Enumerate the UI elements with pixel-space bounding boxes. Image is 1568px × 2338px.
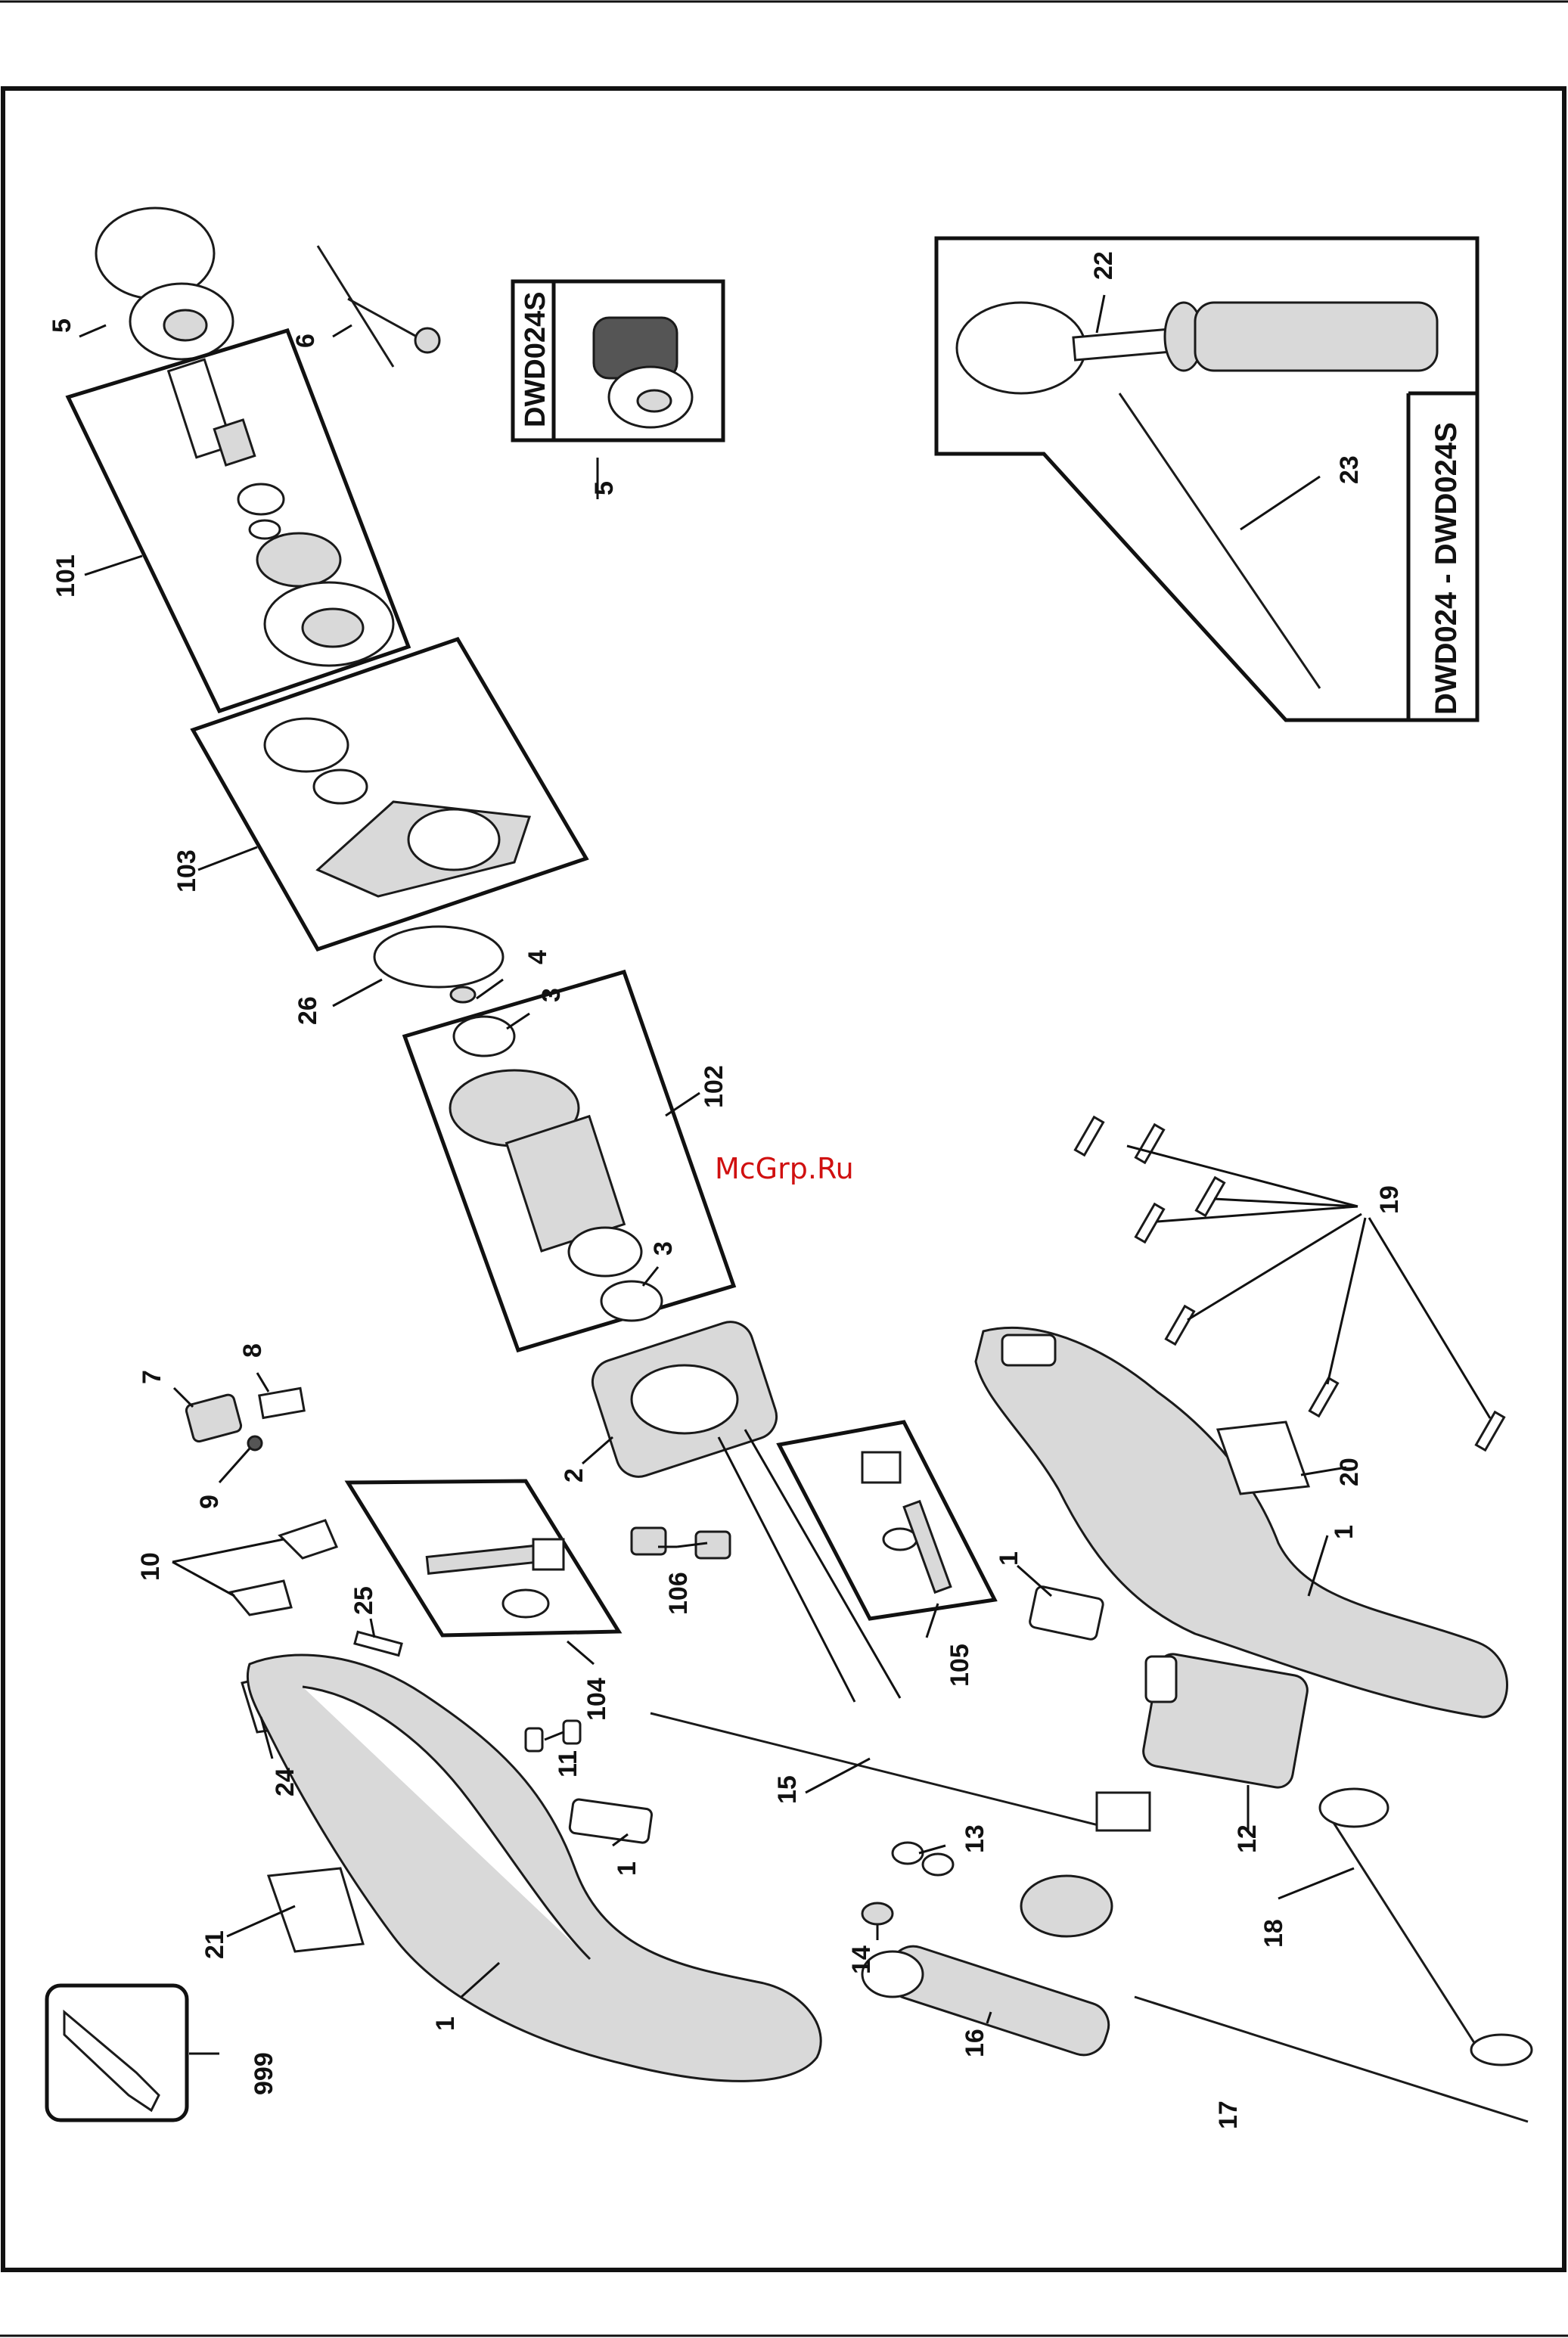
field-stator-2	[587, 1316, 783, 1483]
callout-21: 21	[200, 1930, 229, 1959]
callout-1-right: 1	[1330, 1525, 1358, 1539]
spindle-parts-101	[169, 359, 393, 666]
rod-15	[650, 1713, 1119, 1830]
cover-1d	[1029, 1585, 1104, 1641]
chuck-5-keyless	[594, 318, 692, 427]
armature-102	[450, 1017, 662, 1321]
clip-10b	[231, 1581, 291, 1615]
callout-999: 999	[250, 2052, 278, 2095]
screw-13b	[923, 1854, 953, 1875]
callout-106: 106	[664, 1572, 693, 1615]
cap-11b	[564, 1721, 580, 1743]
callout-23: 23	[1335, 455, 1364, 484]
callout-3-top: 3	[537, 988, 566, 1002]
callout-8: 8	[238, 1343, 267, 1358]
callout-103: 103	[172, 849, 201, 893]
assembly-box-999	[47, 1986, 187, 2120]
callout-9: 9	[195, 1495, 224, 1509]
chuck-5-top	[96, 208, 233, 359]
callout-6: 6	[291, 334, 320, 348]
callout-105: 105	[945, 1644, 974, 1687]
cover-1b	[569, 1799, 652, 1843]
callout-25: 25	[349, 1586, 378, 1615]
brush-holder-104	[427, 1539, 564, 1617]
clip-10a	[280, 1520, 337, 1558]
callout-1-housing: 1	[431, 2017, 460, 2031]
brush-106a	[632, 1528, 666, 1554]
nut-14	[862, 1903, 893, 1924]
lubricant-tube-999	[64, 2012, 159, 2110]
washer-4	[451, 987, 475, 1002]
screw-13a	[893, 1843, 923, 1864]
callout-19: 19	[1375, 1185, 1404, 1214]
o-ring-26	[374, 927, 503, 987]
screw-25	[355, 1632, 402, 1656]
depth-rod-17	[1135, 1997, 1528, 2122]
rod-15-end	[1097, 1793, 1150, 1830]
callout-15: 15	[773, 1775, 802, 1804]
callout-7: 7	[138, 1370, 166, 1384]
cap-11	[526, 1728, 542, 1751]
callout-102: 102	[700, 1065, 728, 1108]
callout-10: 10	[136, 1552, 165, 1581]
callout-104: 104	[582, 1678, 611, 1721]
label-21	[269, 1868, 363, 1951]
chuck-key-6	[318, 246, 439, 367]
callout-14: 14	[847, 1945, 876, 1974]
callout-2: 2	[560, 1468, 588, 1483]
callout-12: 12	[1233, 1824, 1262, 1853]
gear-housing-103	[265, 719, 529, 896]
callout-11: 11	[554, 1750, 582, 1778]
housing-nose	[1002, 1335, 1055, 1365]
ball-9	[248, 1436, 262, 1450]
depth-rod-23	[1119, 393, 1320, 688]
spring-plate-8	[259, 1388, 304, 1417]
clamp-18	[1320, 1789, 1532, 2065]
callout-26: 26	[293, 996, 322, 1025]
assembly-box-103	[193, 639, 586, 949]
variant-title-dwd024s: DWD024S	[520, 292, 551, 428]
right-housing-1	[976, 1327, 1507, 1717]
callout-17: 17	[1214, 2100, 1243, 2129]
callout-18: 18	[1259, 1919, 1288, 1948]
callout-22: 22	[1089, 251, 1118, 280]
variant-title-dwd024-range: DWD024 - DWD024S	[1430, 422, 1463, 715]
wire-lead-a	[719, 1437, 855, 1702]
callout-1-cover: 1	[995, 1551, 1023, 1566]
callout-4: 4	[523, 950, 552, 964]
side-handle-22	[957, 303, 1437, 393]
callout-13: 13	[961, 1824, 989, 1853]
watermark-text: McGrp.Ru	[715, 1152, 854, 1185]
screws-19-leaders	[1127, 1146, 1490, 1418]
trigger-switch-12	[1141, 1652, 1309, 1790]
callout-5-variant: 5	[590, 481, 619, 495]
callout-24: 24	[271, 1768, 300, 1796]
callout-101: 101	[51, 554, 80, 598]
switch-button-7	[185, 1393, 243, 1442]
callout-20: 20	[1335, 1458, 1364, 1486]
callout-1-switch: 1	[613, 1861, 641, 1876]
brush-holder-105	[862, 1452, 951, 1592]
callout-16: 16	[961, 2029, 989, 2057]
callout-3-bottom: 3	[649, 1241, 678, 1256]
callout-5-top: 5	[48, 318, 76, 333]
